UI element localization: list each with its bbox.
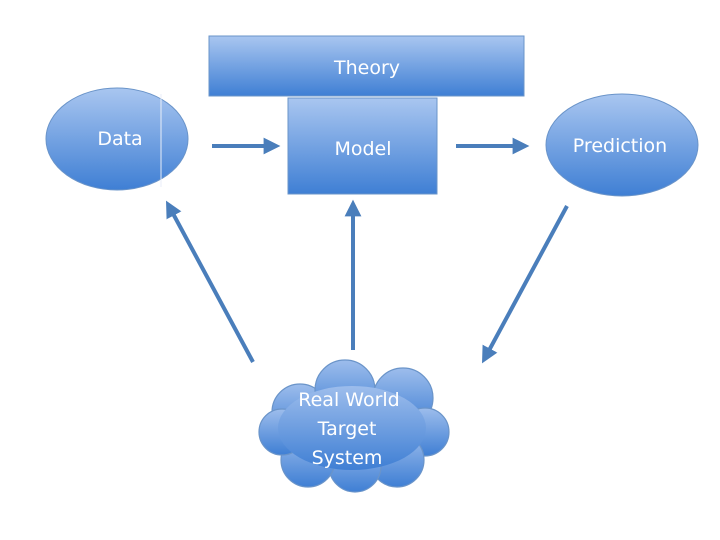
model-node: Model <box>287 97 438 195</box>
real-world-label-line2: Target <box>317 418 377 440</box>
real-world-label-line3: System <box>312 447 383 469</box>
prediction-node: Prediction <box>545 93 699 197</box>
prediction-label: Prediction <box>573 135 667 157</box>
data-node: Data <box>45 87 189 191</box>
real-world-label-line1: Real World <box>298 389 399 411</box>
real-world-node: Real World Target System <box>258 359 450 493</box>
arrow-prediction-to-realworld <box>482 205 569 364</box>
data-label: Data <box>97 128 142 150</box>
model-label: Model <box>334 138 391 160</box>
arrow-realworld-to-data <box>166 200 255 363</box>
theory-node: Theory <box>208 35 525 97</box>
theory-label: Theory <box>333 57 400 79</box>
